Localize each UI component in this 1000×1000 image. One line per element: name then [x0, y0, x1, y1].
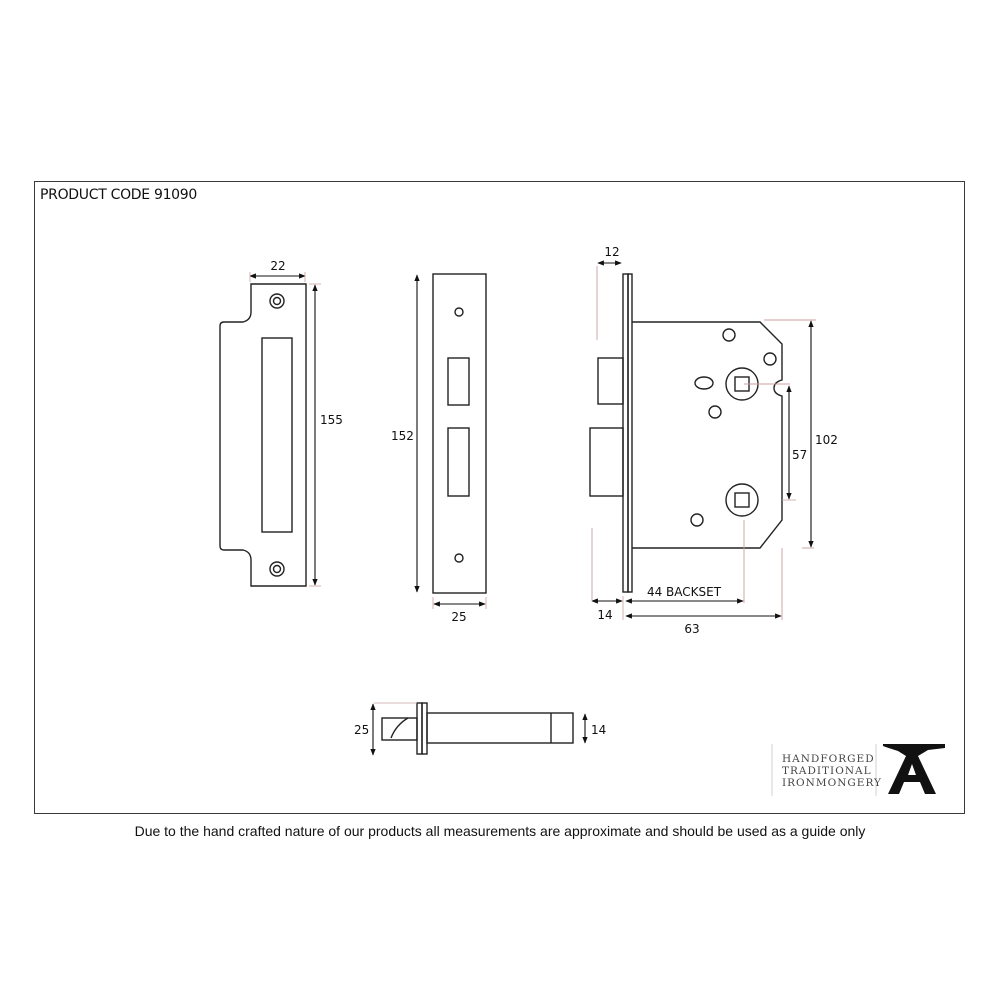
latch-projection-label: 14	[597, 608, 612, 622]
bolt-height-dim: 25	[354, 702, 417, 756]
drawing-frame	[34, 181, 965, 814]
backset-dim: 44 BACKSET	[625, 585, 744, 604]
forend-height-dim: 152	[391, 274, 420, 593]
striking-plate-height-dim: 155	[309, 283, 343, 587]
lock-body	[589, 273, 783, 593]
bolt-tail-dim: 14	[582, 713, 606, 744]
striking-plate	[219, 283, 307, 587]
disclaimer-text: Due to the hand crafted nature of our pr…	[134, 823, 866, 839]
brand-block: HANDFORGED TRADITIONAL IRONMONGERY	[771, 744, 945, 796]
brand-line-2: TRADITIONAL	[782, 765, 872, 777]
forend-thickness-dim: 12	[597, 245, 622, 266]
spindle-centres-label: 57	[792, 448, 807, 462]
forend-thickness-label: 12	[604, 245, 619, 259]
forend-height-label: 152	[391, 429, 414, 443]
forend-width-dim: 25	[432, 597, 487, 624]
brand-line-1: HANDFORGED	[782, 753, 875, 765]
case-depth-dim: 63	[625, 613, 782, 636]
bolt-side-view	[381, 702, 574, 755]
forend-width-label: 25	[451, 610, 466, 624]
lock-extension-lines	[591, 266, 816, 620]
striking-plate-width-label: 22	[270, 259, 285, 273]
case-depth-label: 63	[684, 622, 699, 636]
spindle-centres-dim: 57	[782, 385, 807, 501]
backset-label: 44 BACKSET	[647, 585, 722, 599]
latch-projection-dim: 14	[591, 596, 624, 622]
brand-line-3: IRONMONGERY	[782, 777, 882, 789]
case-height-label: 102	[815, 433, 838, 447]
bolt-height-label: 25	[354, 723, 369, 737]
product-code: PRODUCT CODE 91090	[40, 187, 198, 203]
forend-plate	[432, 273, 487, 594]
anvil-icon	[883, 744, 945, 794]
striking-plate-height-label: 155	[320, 413, 343, 427]
case-height-dim: 102	[808, 320, 838, 548]
striking-plate-width-dim: 22	[249, 259, 306, 282]
bolt-tail-label: 14	[591, 723, 606, 737]
